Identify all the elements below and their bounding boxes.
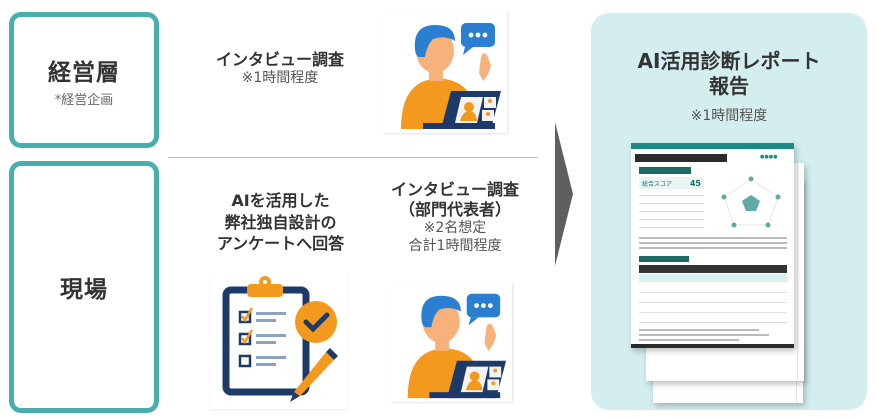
company-logo-icon: ●●●● (760, 154, 778, 160)
report-panel: AI活用診断レポート 報告 ※1時間程度 ●●●● 総合スコア 45 (591, 13, 867, 410)
table-header (639, 265, 787, 273)
text-line (639, 242, 787, 244)
step-note-line: 合計1時間程度 (408, 237, 502, 254)
text-line (639, 247, 787, 249)
report-title-line: AI活用診断レポート (637, 49, 821, 73)
text-line (639, 339, 739, 341)
page-header-bar (635, 154, 727, 162)
report-page-thumbnail: ●●●● 総合スコア 45 (631, 143, 794, 348)
field-interview-step: インタビュー調査 （部門代表者） ※2名想定 合計1時間程度 (370, 180, 540, 255)
score-row (639, 203, 704, 204)
score-row (639, 211, 704, 212)
step-title-line: 弊社独自設計の (224, 212, 337, 232)
step-note: ※1時間程度 (241, 70, 319, 86)
video-call-person-icon (390, 282, 512, 402)
role-box-field: 現場 (9, 161, 159, 413)
row-divider (168, 157, 538, 158)
step-note-line: ※2名想定 (423, 220, 487, 236)
role-subtitle-management: *経営企画 (54, 92, 114, 108)
role-title-management: 経営層 (48, 59, 120, 86)
role-box-management: 経営層 *経営企画 (9, 12, 159, 148)
report-note: ※1時間程度 (690, 108, 768, 124)
step-title: インタビュー調査 (215, 50, 344, 69)
table-row-highlight (639, 274, 787, 282)
score-label: 総合スコア (642, 180, 673, 188)
score-row (639, 195, 704, 196)
page-footer-bar (631, 344, 794, 348)
radar-chart-icon (721, 176, 781, 228)
text-line (639, 237, 787, 239)
score-value: 45 (689, 178, 701, 188)
step-title-line: （部門代表者） (398, 200, 511, 219)
flow-arrow-icon (555, 122, 573, 266)
page-divider (797, 163, 798, 381)
step-title-line: AIを活用した (231, 191, 330, 210)
role-title-field: 現場 (60, 277, 108, 303)
report-title: AI活用診断レポート 報告 (591, 49, 867, 99)
section-tag (639, 167, 691, 174)
score-box: 総合スコア 45 (639, 177, 704, 189)
video-call-person-icon (383, 11, 507, 133)
survey-step: AIを活用した 弊社独自設計の アンケートへ回答 (188, 190, 373, 255)
text-line (639, 329, 759, 331)
text-line (639, 334, 769, 336)
step-title-line: アンケートへ回答 (216, 234, 345, 254)
section-tag (639, 256, 689, 262)
table-row (639, 302, 787, 303)
report-title-line: 報告 (709, 74, 749, 98)
score-row (639, 227, 704, 228)
table-row (639, 292, 787, 293)
table-row (639, 312, 787, 313)
table-row (639, 322, 787, 323)
score-row (639, 219, 704, 220)
clipboard-checklist-icon (210, 272, 347, 409)
management-interview-step: インタビュー調査 ※1時間程度 (195, 50, 365, 88)
step-title-line: インタビュー調査 (390, 180, 519, 199)
